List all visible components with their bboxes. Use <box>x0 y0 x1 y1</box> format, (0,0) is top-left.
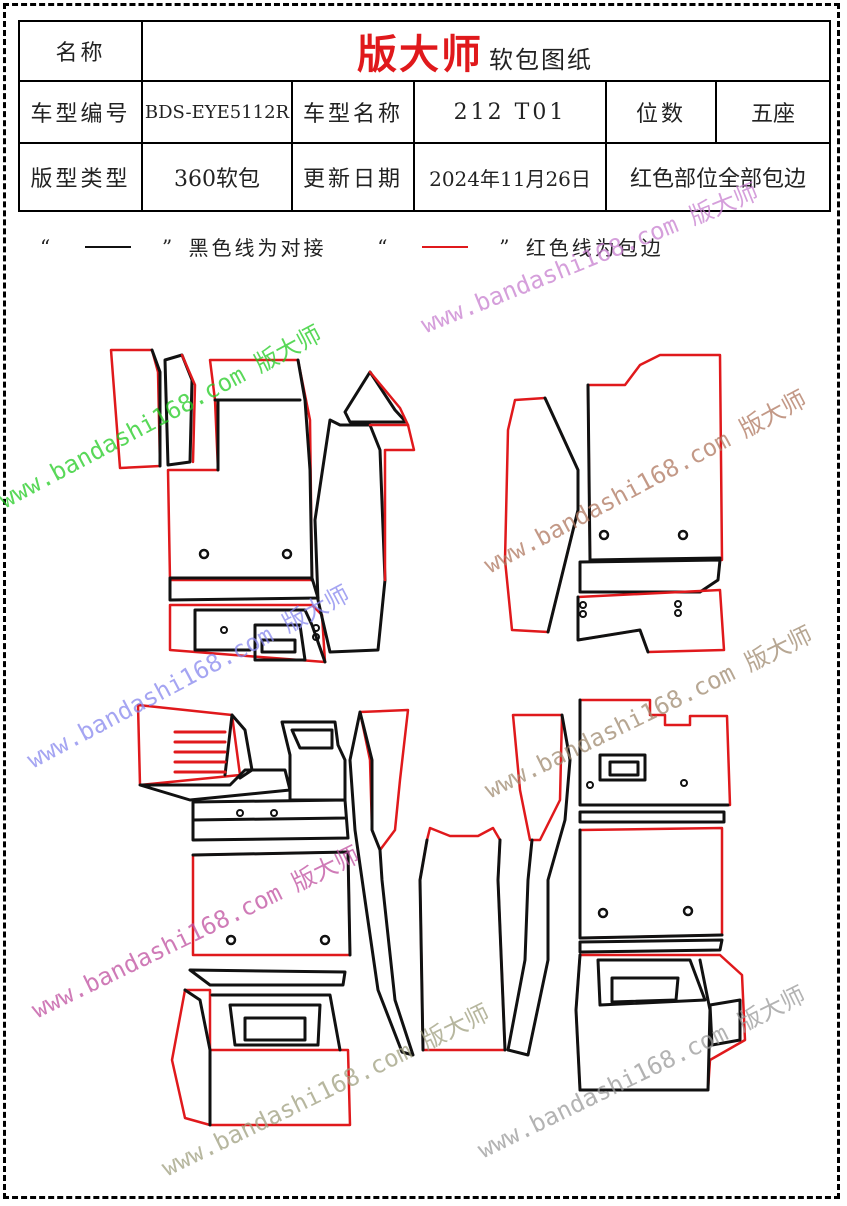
pattern-type-label: 版型类型 <box>18 142 143 212</box>
title-cell: 版大师软包图纸 <box>140 20 832 82</box>
name-label: 名称 <box>18 20 143 82</box>
rr-small-pad <box>708 998 742 1047</box>
rr-footwell-seam <box>574 953 712 1092</box>
rl-footwell <box>170 988 352 1127</box>
fl-hole-5 <box>312 633 320 641</box>
rl-cross-band <box>191 798 350 842</box>
legend-red-text: 红色线为包边 <box>525 236 664 260</box>
rl-hole-4 <box>319 934 331 946</box>
fl-hole-3 <box>220 626 228 634</box>
fr-front-band <box>578 558 722 594</box>
rr-b-pillar-seam <box>506 713 572 1057</box>
fl-side-panel <box>313 418 387 654</box>
fl-triangle-edge <box>368 370 410 427</box>
rr-rear-panel-seam <box>578 698 730 807</box>
rear-right-pieces <box>506 698 747 1092</box>
fr-hole-2 <box>677 529 689 541</box>
legend: “ ” 黑色线为对接 “ ” 红色线为包边 <box>36 232 664 262</box>
fr-hole-4 <box>579 610 587 618</box>
fl-pillar-strip-seam <box>150 348 162 468</box>
legend-black-text: 黑色线为对接 <box>188 236 327 260</box>
legend-black-line <box>84 245 131 248</box>
legend-quote-open-2: “ <box>377 234 391 259</box>
fl-narrow-strip-edge <box>180 353 197 464</box>
fl-narrow-strip <box>163 353 194 467</box>
update-date-label: 更新日期 <box>291 142 415 212</box>
fl-hole-2 <box>281 548 293 560</box>
rr-hole-4 <box>682 905 694 917</box>
model-name-label: 车型名称 <box>291 80 415 144</box>
model-code-label: 车型编号 <box>18 80 143 144</box>
fl-hole-1 <box>198 548 210 560</box>
rl-hole-1 <box>236 809 244 817</box>
fr-main-floor-seam <box>586 383 722 562</box>
rl-hole-2 <box>270 809 278 817</box>
fr-hole-5 <box>674 600 682 608</box>
seats-value: 五座 <box>714 80 832 144</box>
front-left-pieces <box>109 348 416 664</box>
rl-vent-panel-seam <box>223 713 254 780</box>
fr-hole-6 <box>674 609 682 617</box>
seats-label: 位数 <box>605 80 717 144</box>
update-date: 2024年11月26日 <box>413 142 607 212</box>
rl-console-block <box>280 720 347 802</box>
rl-tunnel <box>138 768 292 802</box>
info-table: 名称 版大师软包图纸 车型编号 BDS-EYE5112R 车型名称 212 T0… <box>18 20 832 212</box>
fl-main-floor-seam <box>213 358 314 582</box>
rl-hole-3 <box>225 934 237 946</box>
pattern-type: 360软包 <box>141 142 293 212</box>
fr-long-strip-seam <box>543 396 580 634</box>
rc-center-floor-seam <box>418 838 507 1052</box>
front-right-pieces <box>503 353 726 654</box>
rear-center-pieces <box>418 826 507 1052</box>
edge-note: 红色部位全部包边 <box>604 142 832 212</box>
rl-b-pillar <box>358 708 410 852</box>
legend-quote-open: “ <box>40 234 54 259</box>
rr-thin-band <box>578 938 724 954</box>
brand-title: 版大师 <box>357 31 483 78</box>
doc-title: 软包图纸 <box>489 46 593 74</box>
rr-hole-3 <box>597 907 609 919</box>
rr-hole-2 <box>680 779 688 787</box>
model-code: BDS-EYE5112R <box>141 80 293 144</box>
fl-footwell <box>168 603 327 664</box>
rr-rear-cutout <box>598 753 647 782</box>
rl-seat-floor-seam <box>191 850 352 957</box>
fr-hole-1 <box>598 529 610 541</box>
fl-side-panel-edge <box>368 423 416 582</box>
rl-b-pillar-seam <box>348 710 415 1057</box>
fl-hole-4 <box>312 624 320 632</box>
rl-footwell-seam <box>183 988 342 1127</box>
rr-seat-floor-seam <box>578 828 724 940</box>
fr-footwell <box>576 588 726 654</box>
legend-quote-close: ” <box>161 234 176 259</box>
fl-triangle <box>343 370 408 424</box>
rear-left-pieces <box>136 703 415 1127</box>
rr-seat-floor <box>578 826 724 940</box>
page-border <box>3 3 840 1199</box>
legend-red-line <box>421 245 468 248</box>
model-name: 212 T01 <box>413 80 607 144</box>
fl-footwell-seam <box>193 608 327 664</box>
fr-footwell-seam <box>576 595 650 654</box>
rl-thin-band <box>188 968 347 987</box>
fr-hole-3 <box>579 601 587 609</box>
rr-cross-band <box>578 810 726 824</box>
legend-quote-close-2: ” <box>499 234 513 259</box>
rr-hole-1 <box>586 781 594 789</box>
